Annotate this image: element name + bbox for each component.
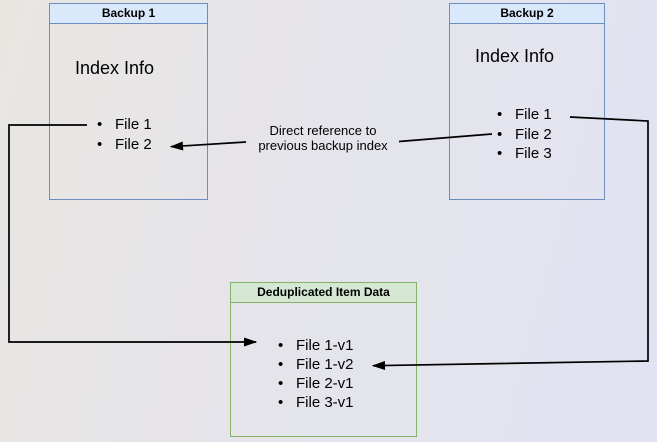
file-list-item: File 1-v2 bbox=[277, 355, 354, 374]
file-list-item: File 2 bbox=[496, 125, 552, 145]
file-list-item: File 2 bbox=[96, 135, 152, 155]
direct-reference-line1: Direct reference to bbox=[269, 123, 377, 138]
backup2-file-list: File 1 File 2 File 3 bbox=[496, 105, 552, 164]
dedup-header: Deduplicated Item Data bbox=[231, 283, 416, 303]
file-list-item: File 3-v1 bbox=[277, 393, 354, 412]
backup1-index-info-label: Index Info bbox=[75, 58, 155, 78]
backup1-header: Backup 1 bbox=[50, 4, 207, 24]
dedup-file-list: File 1-v1 File 1-v2 File 2-v1 File 3-v1 bbox=[277, 336, 354, 412]
file-list-item: File 2-v1 bbox=[277, 374, 354, 393]
backup2-index-info-label: Index Info bbox=[475, 46, 555, 66]
file-list-item: File 3 bbox=[496, 144, 552, 164]
direct-reference-label: Direct reference to previous backup inde… bbox=[240, 123, 406, 153]
direct-reference-line2: previous backup index bbox=[258, 137, 388, 153]
file-list-item: File 1 bbox=[496, 105, 552, 125]
file-list-item: File 1 bbox=[96, 115, 152, 135]
backup2-node: Backup 2 Index Info File 1 File 2 File 3 bbox=[449, 3, 605, 200]
dedup-node: Deduplicated Item Data File 1-v1 File 1-… bbox=[230, 282, 417, 437]
backup2-header: Backup 2 bbox=[450, 4, 604, 24]
backup1-node: Backup 1 Index Info File 1 File 2 bbox=[49, 3, 208, 200]
file-list-item: File 1-v1 bbox=[277, 336, 354, 355]
backup1-file-list: File 1 File 2 bbox=[96, 115, 152, 155]
